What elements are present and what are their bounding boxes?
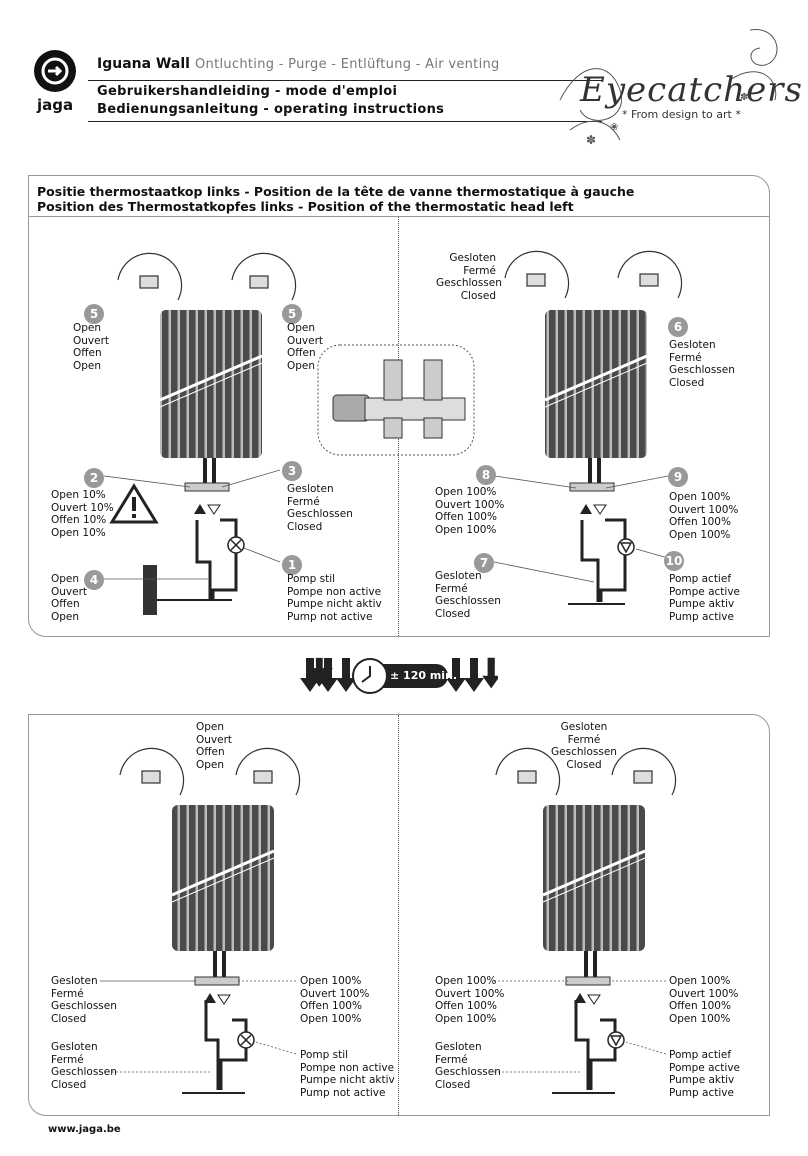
footer-url[interactable]: www.jaga.be xyxy=(48,1124,121,1135)
step-8-marker: 8 xyxy=(476,465,496,485)
valve-detail-inset xyxy=(318,345,474,455)
step-3-marker: 3 xyxy=(282,461,302,481)
step-6-marker: 6 xyxy=(668,317,688,337)
label-open-100: Open 100%Ouvert 100%Offen 100%Open 100% xyxy=(300,975,369,1025)
label-open-100: Open 100%Ouvert 100%Offen 100%Open 100% xyxy=(435,975,504,1025)
radiator-illustration xyxy=(172,805,274,985)
wall-pipe xyxy=(143,565,157,615)
warning-icon xyxy=(112,486,156,522)
step-5-marker: 5 xyxy=(84,304,104,324)
step-5-marker: 5 xyxy=(282,304,302,324)
step-2-marker: 2 xyxy=(84,468,104,488)
step-10-marker: 10 xyxy=(664,551,684,571)
step-9-marker: 9 xyxy=(668,467,688,487)
timer-label: ± 120 min. xyxy=(390,669,457,682)
label-open-100: Open 100%Ouvert 100%Offen 100%Open 100% xyxy=(435,486,504,536)
label-open-100: Open 100%Ouvert 100%Offen 100%Open 100% xyxy=(669,491,738,541)
label-open-100: Open 100%Ouvert 100%Offen 100%Open 100% xyxy=(669,975,738,1025)
step-1-marker: 1 xyxy=(282,555,302,575)
label-open-10: Open 10%Ouvert 10%Offen 10%Open 10% xyxy=(51,489,114,539)
radiator-illustration xyxy=(543,805,645,985)
radiator-illustration xyxy=(545,310,647,491)
radiator-illustration xyxy=(160,310,262,491)
